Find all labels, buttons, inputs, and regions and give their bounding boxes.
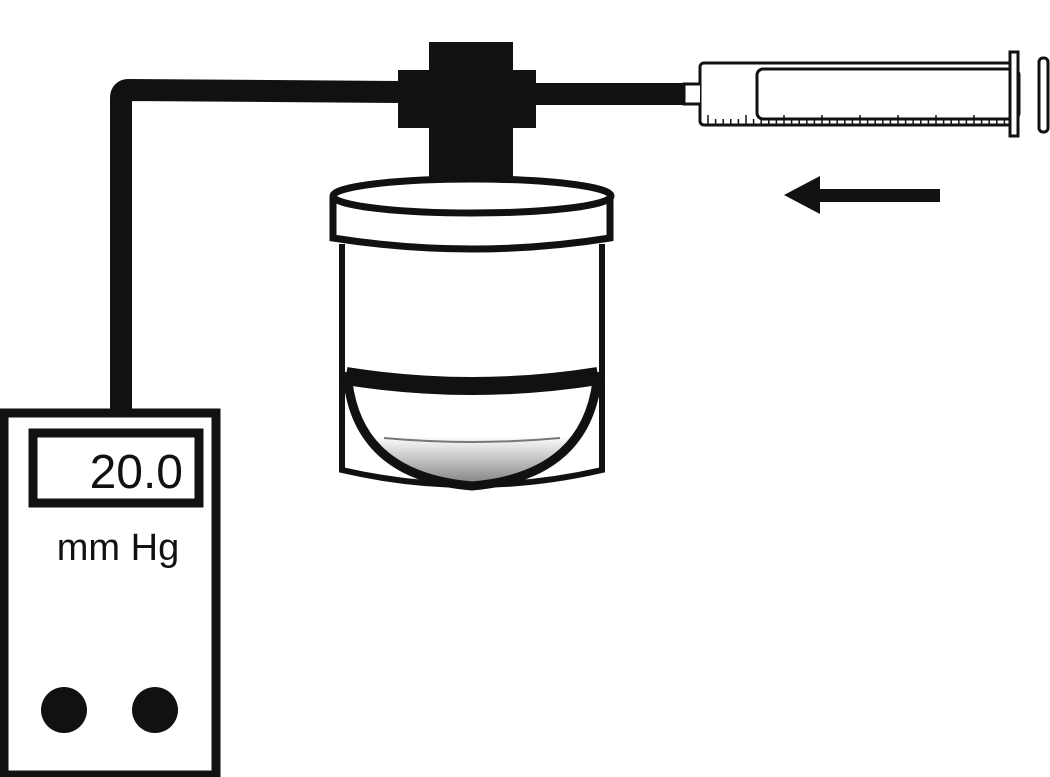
- jar-lid-top: [329, 175, 615, 217]
- bowl-rim: [344, 367, 600, 395]
- pressure-gauge: 20.0 mm Hg: [0, 408, 221, 777]
- tube-connector: [398, 42, 536, 184]
- arrow-left-icon: [784, 176, 940, 214]
- syringe-tip: [682, 82, 700, 106]
- tube-gauge-to-connector: [110, 79, 403, 412]
- syringe: [682, 50, 1050, 138]
- inner-bowl: [342, 371, 603, 491]
- sealed-jar: [329, 175, 615, 491]
- gauge-unit: mm Hg: [57, 527, 179, 569]
- gauge-reading: 20.0: [90, 446, 183, 499]
- gauge-knob-right: [132, 687, 178, 733]
- syringe-plunger: [755, 67, 1021, 121]
- syringe-flange: [1008, 50, 1020, 138]
- gauge-display: [28, 428, 204, 508]
- syringe-scale-ticks: [707, 115, 1006, 124]
- gauge-knob-left: [41, 687, 87, 733]
- syringe-thumb-rest: [1037, 56, 1050, 134]
- liquid-surface: [383, 437, 561, 443]
